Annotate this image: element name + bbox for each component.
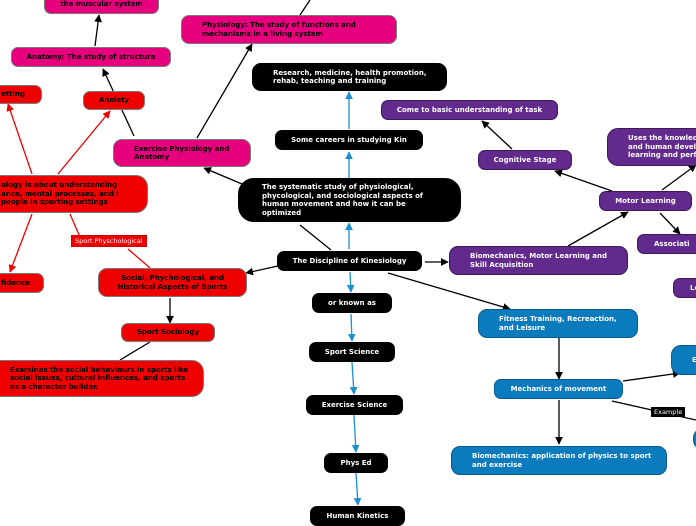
- edge-cognitive-come: [481, 120, 513, 150]
- edge-anatomy-muscular: [94, 14, 102, 47]
- node-come-basic-label: Come to basic understanding of task: [396, 105, 543, 114]
- node-human-kinetics-label: Human Kinetics: [326, 511, 389, 520]
- node-confidence[interactable]: fidence: [0, 273, 44, 293]
- node-physiology[interactable]: Physiology: The study of functions and m…: [181, 15, 397, 44]
- node-uses-knowledge-label: Uses the knowled and human devel learnin…: [628, 134, 696, 160]
- node-anxiety-label: Anxiety: [99, 96, 129, 105]
- node-associative-label: Associati: [654, 239, 690, 248]
- node-or-known-as[interactable]: or known as: [312, 293, 392, 313]
- node-fitness-training[interactable]: Fitness Training, Recreaction, and Leisu…: [478, 309, 638, 338]
- node-fitness-training-label: Fitness Training, Recreaction, and Leisu…: [499, 315, 617, 332]
- node-biomechanics-application-label: Biomechanics: application of physics to …: [472, 452, 652, 469]
- edge-motor-uses: [661, 164, 696, 191]
- node-cognitive-stage[interactable]: Cognitive Stage: [478, 150, 572, 170]
- node-research-label: Research, medicine, health promotion, re…: [273, 68, 427, 86]
- node-biomechanics-application[interactable]: Biomechanics: application of physics to …: [451, 446, 667, 475]
- node-sport-sociology-label: Sport Sociology: [136, 328, 200, 337]
- edge-biomech-motor: [567, 211, 629, 247]
- node-social-psych-historical[interactable]: Social, Phychological, and Historical As…: [98, 268, 247, 297]
- edge-psych-goal: [6, 103, 33, 175]
- node-research[interactable]: Research, medicine, health promotion, re…: [252, 63, 447, 91]
- edge-motor-cognitive: [554, 169, 613, 192]
- node-systematic-study[interactable]: The systematic study of physiological, p…: [238, 178, 461, 222]
- edge-discipline-systematic: [299, 224, 332, 251]
- node-mechanics-movement-label: Mechanics of movement: [510, 384, 607, 393]
- node-goal-setting[interactable]: etting: [0, 85, 42, 104]
- node-anxiety[interactable]: Anxiety: [83, 91, 145, 110]
- edge-discipline-social: [245, 265, 279, 276]
- node-motor-learning-label: Motor Learning: [615, 196, 676, 205]
- node-le[interactable]: Le: [673, 278, 696, 298]
- node-uses-knowledge[interactable]: Uses the knowled and human devel learnin…: [607, 128, 696, 166]
- node-anatomy[interactable]: Anatomy: The study of structure: [11, 47, 171, 67]
- node-exercise-physiology[interactable]: Exercise Physiology and Anatomy: [113, 139, 251, 167]
- node-psychology-label: ology is about understanding ance, menta…: [1, 181, 119, 207]
- node-social-psych-historical-label: Social, Phychological, and Historical As…: [117, 274, 228, 291]
- node-goal-setting-label: etting: [1, 90, 25, 99]
- edge-discipline-fitness: [387, 272, 511, 311]
- node-le-label: Le: [690, 283, 696, 292]
- edge-tag-psych: [69, 213, 81, 238]
- node-right-e[interactable]: E f: [671, 345, 696, 375]
- node-come-basic[interactable]: Come to basic understanding of task: [381, 100, 558, 120]
- edge-orknown-sportsci: [347, 313, 356, 342]
- node-discipline-kinesiology-label: The Discipline of Kinesiology: [292, 256, 407, 265]
- node-sport-science-label: Sport Science: [324, 347, 380, 356]
- node-examines[interactable]: Examines the social behaviours in sports…: [0, 360, 204, 397]
- edge-physiology-up: [299, 0, 311, 16]
- node-motor-learning[interactable]: Motor Learning: [599, 191, 692, 211]
- node-biomechanics-motor[interactable]: Biomechanics, Motor Learning and Skill A…: [449, 246, 628, 275]
- tag-sport-physchological: Sport Physchological: [71, 235, 147, 247]
- edge-psych-anxiety: [57, 110, 111, 175]
- edge-physed-hk: [353, 472, 362, 506]
- node-physiology-label: Physiology: The study of functions and m…: [202, 21, 356, 38]
- edge-discipline-orknown: [346, 271, 355, 293]
- node-careers[interactable]: Some careers in studying Kin: [275, 130, 423, 150]
- tag-example-label: Example: [654, 408, 683, 416]
- node-cognitive-stage-label: Cognitive Stage: [493, 155, 557, 164]
- edge-sportsci-exsci: [349, 361, 358, 395]
- node-systematic-study-label: The systematic study of physiological, p…: [262, 183, 423, 217]
- edge-psych-confidence: [8, 213, 33, 273]
- edge-exsci-physed: [351, 414, 360, 453]
- node-right-e-label: E f: [692, 356, 696, 365]
- edge-mechanics-right: [622, 370, 681, 382]
- node-associative[interactable]: Associati: [637, 234, 696, 254]
- node-or-known-as-label: or known as: [328, 298, 376, 307]
- tag-example: Example: [651, 407, 686, 417]
- node-biomechanics-motor-label: Biomechanics, Motor Learning and Skill A…: [470, 252, 607, 269]
- edge-social-psych: [127, 248, 151, 269]
- node-exercise-physiology-label: Exercise Physiology and Anatomy: [134, 144, 230, 162]
- node-phys-ed[interactable]: Phys Ed: [324, 453, 388, 473]
- node-anatomy-label: Anatomy: The study of structure: [26, 52, 156, 61]
- edge-motor-associative: [659, 212, 681, 235]
- node-mechanics-movement[interactable]: Mechanics of movement: [494, 379, 623, 399]
- node-examines-label: Examines the social behaviours in sports…: [10, 365, 189, 391]
- node-exercise-science-label: Exercise Science: [321, 400, 388, 409]
- node-confidence-label: fidence: [1, 278, 30, 287]
- edge-systematic-expphys: [203, 167, 243, 185]
- node-phys-ed-label: Phys Ed: [340, 458, 372, 467]
- node-muscular-system-label: the muscular system: [60, 0, 143, 8]
- edge-expphys-physiology: [196, 43, 253, 139]
- node-discipline-kinesiology[interactable]: The Discipline of Kinesiology: [277, 251, 422, 271]
- node-exercise-science[interactable]: Exercise Science: [306, 395, 403, 415]
- node-careers-label: Some careers in studying Kin: [291, 135, 407, 144]
- node-human-kinetics[interactable]: Human Kinetics: [310, 506, 405, 526]
- node-muscular-system[interactable]: the muscular system: [44, 0, 159, 14]
- node-sport-science[interactable]: Sport Science: [309, 342, 395, 362]
- edge-sociology-examines: [119, 341, 151, 361]
- tag-sport-physchological-label: Sport Physchological: [75, 237, 143, 245]
- node-sport-sociology[interactable]: Sport Sociology: [121, 323, 215, 342]
- node-psychology[interactable]: ology is about understanding ance, menta…: [0, 175, 148, 213]
